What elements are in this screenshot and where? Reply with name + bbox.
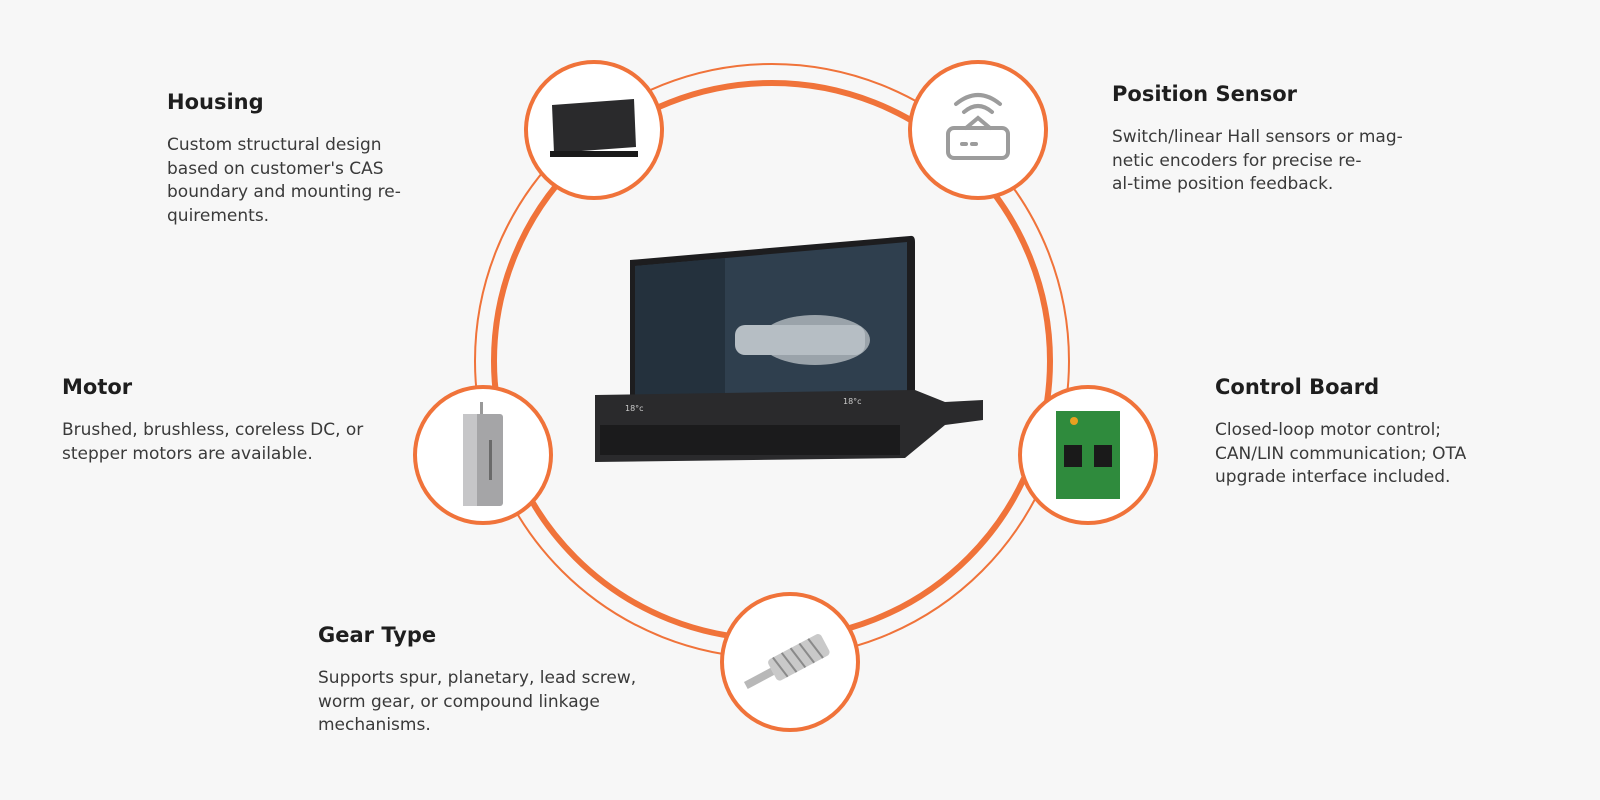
feature-gear-type: Gear Type Supports spur, planetary, lead… — [318, 623, 678, 738]
feature-title: Motor — [62, 375, 133, 399]
pcb-icon — [1056, 411, 1120, 499]
motor-node — [413, 385, 553, 525]
screen-temp-right: 18°c — [843, 397, 862, 406]
feature-description: Supports spur, planetary, lead screw, wo… — [318, 668, 637, 735]
feature-description: Brushed, brushless, coreless DC, or step… — [62, 420, 364, 464]
feature-motor: Motor Brushed, brushless, coreless DC, o… — [62, 375, 402, 466]
feature-description: Closed-loop motor control; CAN/LIN commu… — [1215, 420, 1467, 487]
feature-housing: Housing Custom structural design based o… — [167, 90, 467, 228]
feature-description: Switch/linear Hall sensors or mag- netic… — [1112, 127, 1403, 194]
control-board-node — [1018, 385, 1158, 525]
position-sensor-node — [908, 60, 1048, 200]
center-display-unit-image: 18°c 18°c — [595, 235, 983, 462]
feature-position-sensor: Position Sensor Switch/linear Hall senso… — [1112, 82, 1452, 197]
worm-gear-icon — [743, 634, 830, 690]
feature-title: Gear Type — [318, 623, 437, 647]
feature-control-board: Control Board Closed-loop motor control;… — [1215, 375, 1515, 490]
housing-node — [524, 60, 664, 200]
sensor-icon — [946, 93, 1010, 160]
screen-temp-left: 18°c — [625, 404, 644, 413]
feature-description: Custom structural design based on custom… — [167, 135, 401, 226]
gear-type-node — [720, 592, 860, 732]
motor-icon — [463, 402, 503, 506]
feature-title: Position Sensor — [1112, 82, 1298, 106]
feature-title: Control Board — [1215, 375, 1380, 399]
housing-icon — [550, 99, 638, 157]
feature-title: Housing — [167, 90, 264, 114]
